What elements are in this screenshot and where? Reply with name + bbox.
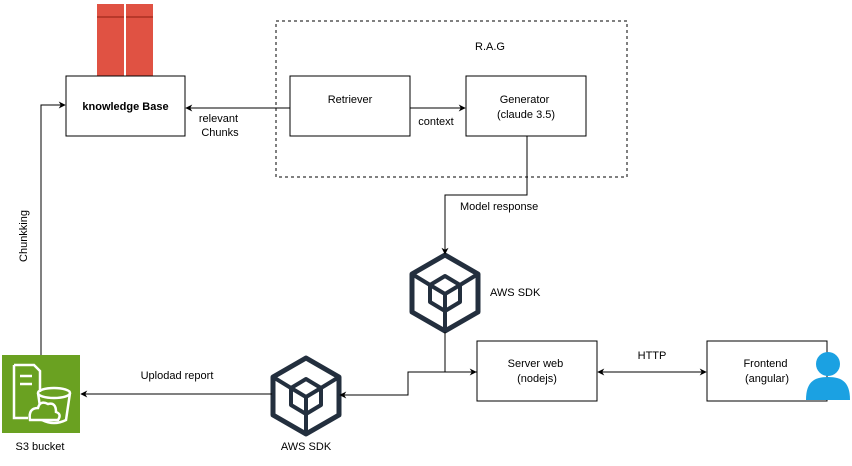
server-web-label: Server web (nodejs) <box>508 358 567 385</box>
edge-label-upload-report: Uplodad report <box>141 370 214 382</box>
edge-label-relevant-chunks: relevant Chunks <box>199 113 241 139</box>
s3-bucket-icon <box>2 355 80 433</box>
rag-group-label: R.A.G <box>475 41 505 53</box>
edge-label-context: context <box>418 116 453 128</box>
server-web-label-line2: (nodejs) <box>517 373 557 385</box>
aws-sdk-icon <box>409 252 481 334</box>
knowledge-base-icon <box>97 4 153 76</box>
generator-label-line1: Generator <box>500 94 550 106</box>
retriever-label: Retriever <box>328 94 373 106</box>
edge-label-chunking: Chunkking <box>18 210 30 262</box>
edge-s3-to-kb <box>40 101 66 355</box>
generator-label-line2: (claude 3.5) <box>497 109 555 121</box>
server-web-label-line1: Server web <box>508 358 564 370</box>
edge-sdk-to-server <box>444 332 477 376</box>
server-web-node[interactable] <box>476 340 598 402</box>
aws-sdk-bottom-label: AWS SDK <box>281 441 332 453</box>
relevant-chunks-line1: relevant <box>199 113 238 125</box>
generator-label: Generator (claude 3.5) <box>497 94 555 121</box>
edge-label-http: HTTP <box>638 350 667 362</box>
s3-bucket-label: S3 bucket <box>16 441 65 453</box>
user-icon <box>806 352 850 400</box>
edge-server-to-sdk-bottom <box>339 371 477 399</box>
frontend-label-line2: (angular) <box>745 373 789 385</box>
retriever-node[interactable] <box>289 75 411 137</box>
knowledge-base-node[interactable] <box>65 75 186 137</box>
aws-sdk-icon <box>270 355 342 437</box>
rag-group <box>275 20 628 178</box>
frontend-label-line1: Frontend <box>743 358 787 370</box>
aws-sdk-top-label: AWS SDK <box>490 287 541 299</box>
edge-generator-to-sdk <box>441 136 528 255</box>
frontend-label: Frontend (angular) <box>743 358 790 385</box>
edge-label-model-response: Model response <box>460 201 538 213</box>
relevant-chunks-line2: Chunks <box>201 127 239 139</box>
knowledge-base-label: knowledge Base <box>82 101 168 113</box>
generator-node[interactable] <box>465 75 587 137</box>
